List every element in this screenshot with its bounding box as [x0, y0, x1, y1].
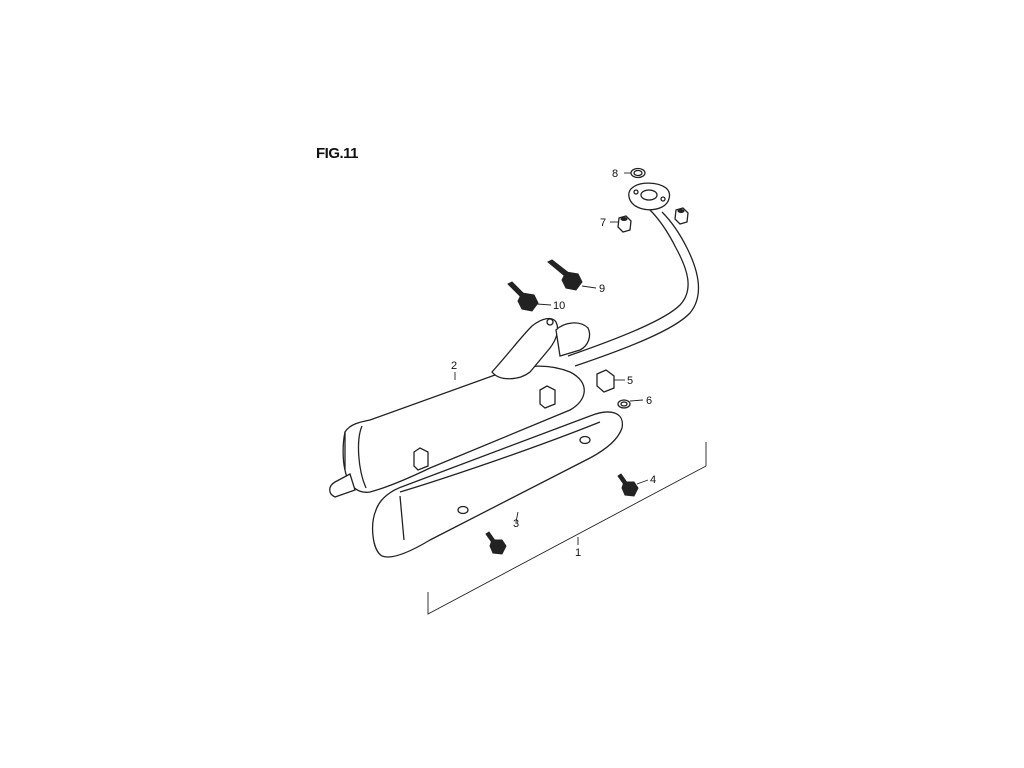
rubber-mount-5	[596, 369, 615, 393]
callout-8: 8	[612, 168, 618, 180]
callout-6: 6	[646, 395, 652, 407]
callout-4: 4	[650, 474, 656, 486]
callout-3: 3	[513, 518, 519, 530]
callout-10: 10	[553, 300, 565, 312]
gasket-8	[630, 167, 646, 179]
screw-4	[617, 473, 639, 497]
callout-9: 9	[599, 283, 605, 295]
callout-labels: 8 7 9 10 2 5 6 4 3 1	[451, 168, 656, 559]
callout-1: 1	[575, 547, 581, 559]
nut-7b	[674, 207, 689, 225]
leader-lines	[454, 172, 649, 545]
heat-shield	[371, 411, 623, 558]
collar-6	[617, 399, 631, 409]
screw-4b	[485, 531, 507, 555]
muffler-mount-arm	[491, 317, 591, 380]
figure-title: FIG.11	[316, 145, 359, 162]
callout-7: 7	[600, 217, 606, 229]
exhaust-pipe	[567, 209, 700, 367]
bolt-9	[547, 259, 583, 291]
exhaust-flange	[628, 182, 671, 211]
muffler-body	[329, 365, 585, 498]
bolt-10	[507, 281, 539, 312]
callout-5: 5	[627, 375, 633, 387]
assembly-bracket-1	[427, 442, 707, 615]
callout-2: 2	[451, 360, 457, 372]
nut-7	[617, 215, 632, 233]
